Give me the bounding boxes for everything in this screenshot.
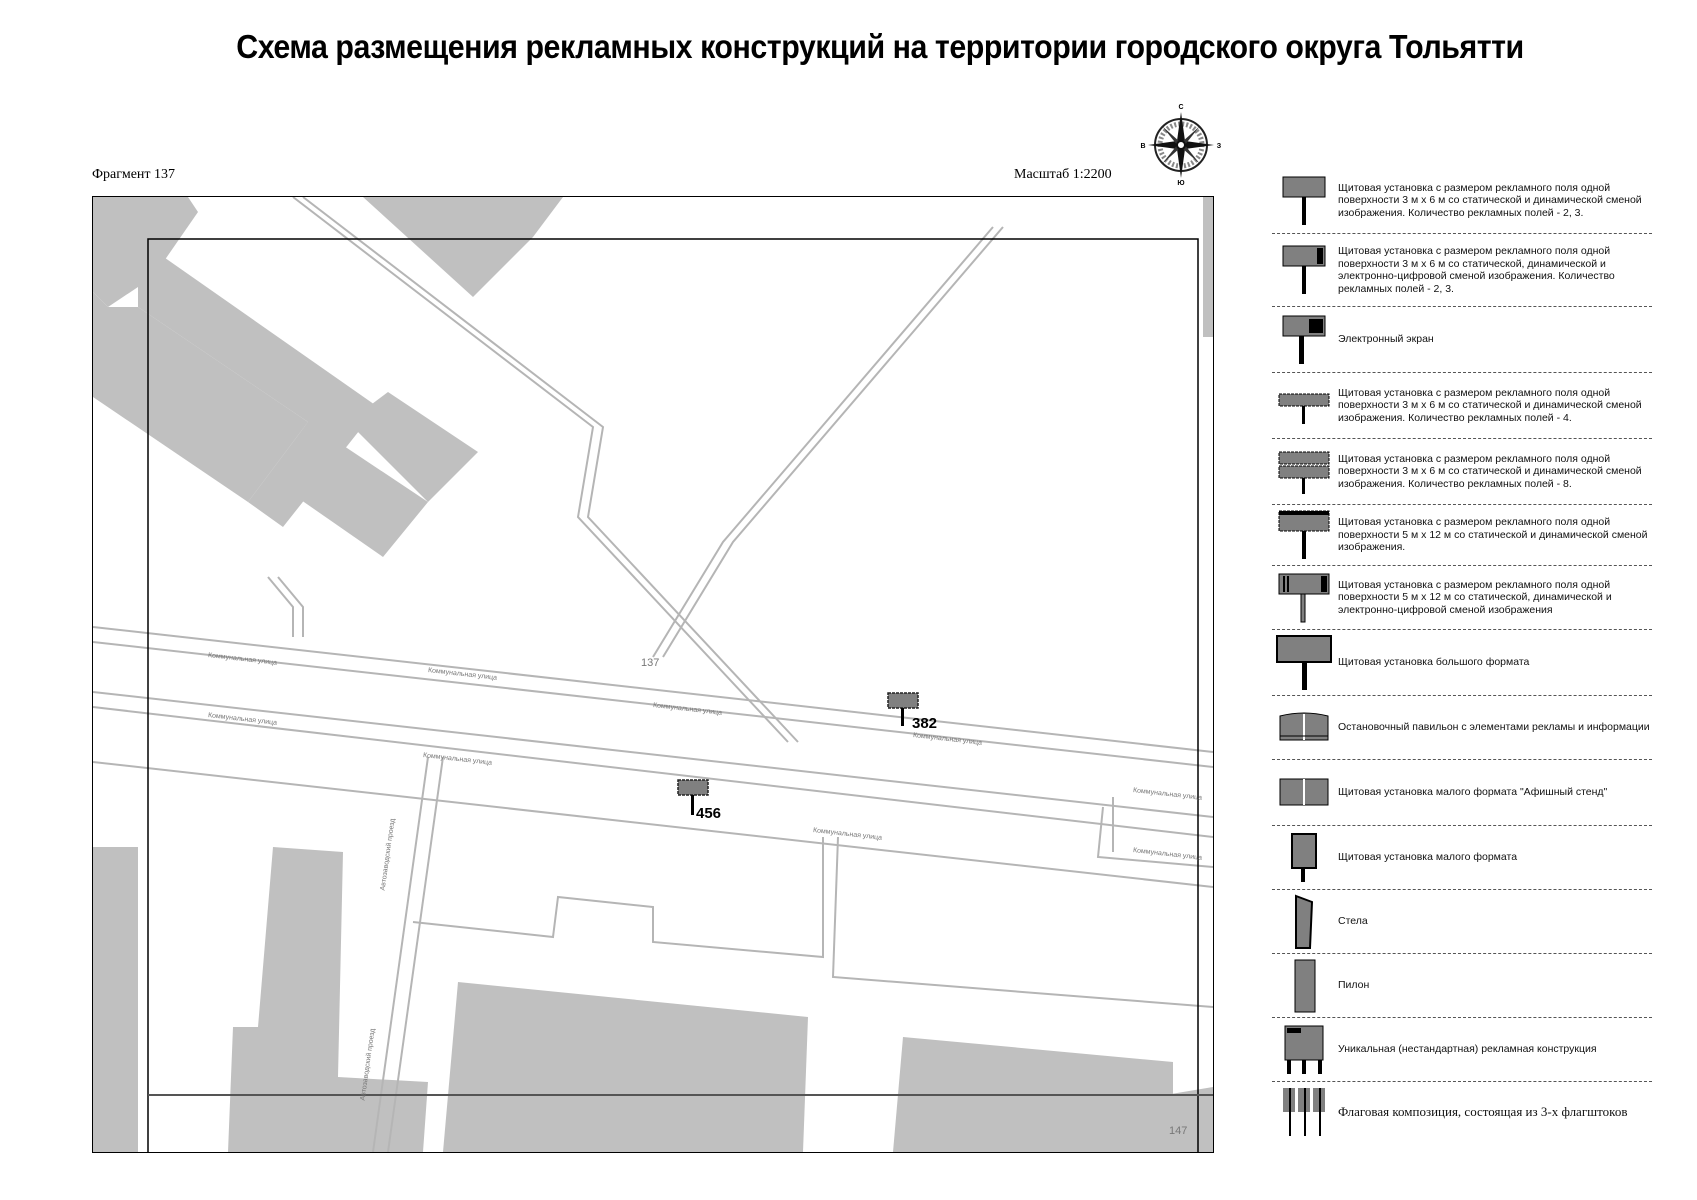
sheet-boundary bbox=[147, 238, 1199, 1152]
legend-item: Щитовая установка с размером рекламного … bbox=[1272, 373, 1652, 439]
legend: Щитовая установка с размером рекламного … bbox=[1272, 168, 1652, 1142]
fragment-label: Фрагмент 137 bbox=[92, 167, 176, 182]
legend-item: Стела bbox=[1272, 890, 1652, 954]
building bbox=[1203, 197, 1213, 337]
side-road bbox=[372, 756, 1213, 1152]
legend-text: Щитовая установка с размером рекламного … bbox=[1338, 452, 1642, 490]
building bbox=[443, 982, 808, 1152]
legend-item: Электронный экран bbox=[1272, 307, 1652, 373]
billboard-3x6-8fields-icon bbox=[1278, 451, 1330, 494]
legend-item: Щитовая установка малого формата bbox=[1272, 826, 1652, 890]
sheet-number-center: 137 bbox=[641, 657, 660, 669]
legend-item: Щитовая установка большого формата bbox=[1272, 630, 1652, 696]
map-view[interactable]: 382 456 137 147 Коммунальная улица Комму… bbox=[92, 196, 1214, 1153]
footpath bbox=[267, 197, 1004, 743]
small-format-billboard-icon bbox=[1291, 832, 1317, 882]
legend-item: Щитовая установка с размером рекламного … bbox=[1272, 234, 1652, 307]
electronic-screen-icon bbox=[1282, 315, 1326, 364]
legend-text: Щитовая установка с размером рекламного … bbox=[1338, 181, 1642, 219]
flag-composition-icon bbox=[1283, 1088, 1325, 1136]
building bbox=[363, 197, 563, 297]
building bbox=[1153, 1087, 1213, 1152]
billboard-5x12-digital-icon bbox=[1278, 573, 1330, 622]
legend-item: Щитовая установка малого формата "Афишны… bbox=[1272, 760, 1652, 826]
building bbox=[1103, 197, 1213, 347]
compass-east-label: З bbox=[1217, 143, 1222, 150]
legend-item: Флаговая композиция, состоящая из 3-х фл… bbox=[1272, 1082, 1652, 1142]
billboard-5x12-icon bbox=[1278, 510, 1330, 559]
pylon-icon bbox=[1294, 959, 1316, 1012]
legend-item: Пилон bbox=[1272, 954, 1652, 1018]
compass-north-label: С bbox=[1178, 104, 1183, 111]
legend-text: Щитовая установка с размером рекламного … bbox=[1338, 245, 1615, 295]
poster-stand-icon bbox=[1279, 778, 1329, 805]
legend-item: Остановочный павильон с элементами рекла… bbox=[1272, 696, 1652, 760]
legend-text: Стела bbox=[1338, 915, 1368, 928]
road-kommunalnaya bbox=[93, 626, 1213, 888]
marker-label-382[interactable]: 382 bbox=[912, 715, 938, 732]
legend-text: Щитовая установка малого формата bbox=[1338, 851, 1518, 864]
legend-item: Щитовая установка с размером рекламного … bbox=[1272, 439, 1652, 505]
marker-label-456[interactable]: 456 bbox=[696, 805, 722, 822]
compass-rose-icon: С Ю В З bbox=[1140, 104, 1222, 186]
legend-text: Электронный экран bbox=[1338, 333, 1434, 346]
unique-construction-icon bbox=[1284, 1025, 1324, 1074]
legend-item: Щитовая установка с размером рекламного … bbox=[1272, 505, 1652, 566]
building bbox=[93, 292, 308, 502]
scale-label: Масштаб 1:2200 bbox=[1014, 167, 1112, 182]
legend-text: Щитовая установка малого формата "Афишны… bbox=[1338, 786, 1608, 799]
legend-text: Остановочный павильон с элементами рекла… bbox=[1338, 721, 1650, 734]
billboard-3x6-4fields-icon bbox=[1278, 393, 1330, 424]
legend-item: Щитовая установка с размером рекламного … bbox=[1272, 566, 1652, 630]
legend-text: Щитовая установка с размером рекламного … bbox=[1338, 578, 1612, 616]
legend-text: Уникальная (нестандартная) рекламная кон… bbox=[1338, 1043, 1597, 1056]
building bbox=[348, 392, 478, 502]
legend-item: Щитовая установка с размером рекламного … bbox=[1272, 168, 1652, 234]
legend-text: Щитовая установка с размером рекламного … bbox=[1338, 516, 1648, 554]
bus-stop-pavilion-icon bbox=[1279, 712, 1329, 740]
legend-text: Щитовая установка с размером рекламного … bbox=[1338, 386, 1642, 424]
compass-west-label: В bbox=[1140, 143, 1145, 150]
legend-text: Флаговая композиция, состоящая из 3-х фл… bbox=[1338, 1104, 1628, 1119]
sheet-number-corner: 147 bbox=[1169, 1125, 1188, 1137]
large-format-billboard-icon bbox=[1276, 634, 1332, 690]
map-canvas bbox=[93, 197, 1213, 1152]
billboard-3x6-digital-icon bbox=[1282, 245, 1326, 294]
legend-text: Щитовая установка большого формата bbox=[1338, 656, 1530, 669]
marker-456[interactable] bbox=[677, 779, 709, 815]
marker-382[interactable] bbox=[887, 692, 919, 726]
building bbox=[93, 847, 138, 1152]
legend-text: Пилон bbox=[1338, 979, 1370, 992]
building bbox=[268, 422, 428, 557]
billboard-3x6-static-dynamic-icon bbox=[1282, 176, 1326, 225]
page-title: Схема размещения рекламных конструкций н… bbox=[236, 28, 1524, 65]
stele-icon bbox=[1295, 894, 1314, 949]
building bbox=[228, 847, 428, 1152]
legend-item: Уникальная (нестандартная) рекламная кон… bbox=[1272, 1018, 1652, 1082]
compass-south-label: Ю bbox=[1177, 180, 1184, 186]
